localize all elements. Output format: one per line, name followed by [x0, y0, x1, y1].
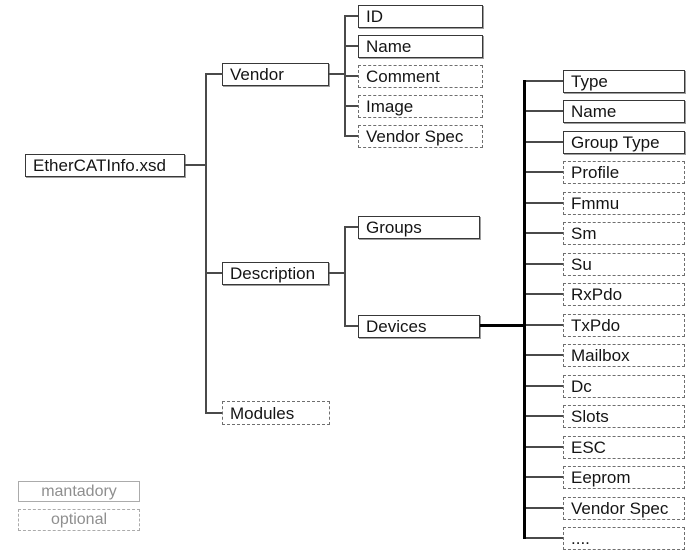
node-ellipsis: .... — [563, 527, 685, 550]
connector-to-esc — [526, 446, 563, 448]
connector-level1-trunk — [205, 73, 207, 414]
node-fmmu: Fmmu — [563, 192, 685, 215]
node-dc: Dc — [563, 375, 685, 398]
node-esc: ESC — [563, 436, 685, 459]
node-txpdo: TxPdo — [563, 314, 685, 337]
connector-to-vendor — [205, 73, 223, 75]
connector-to-txpdo — [526, 324, 563, 326]
connector-to-sm — [526, 232, 563, 234]
node-id: ID — [358, 5, 483, 28]
node-sm: Sm — [563, 222, 685, 245]
connector-to-id — [344, 15, 358, 17]
node-description: Description — [222, 262, 329, 285]
connector-to-device-name — [526, 110, 563, 112]
connector-devices-trunk — [523, 80, 526, 539]
connector-to-slots — [526, 415, 563, 417]
node-group-type: Group Type — [563, 131, 685, 154]
connector-to-name — [344, 45, 358, 47]
node-modules: Modules — [222, 401, 330, 425]
connector-to-image — [344, 105, 358, 107]
node-device-vendor-spec: Vendor Spec — [563, 497, 685, 520]
connector-to-description — [205, 272, 222, 274]
connector-to-group-type — [526, 141, 563, 143]
connector-to-device-vendor-spec — [526, 507, 563, 509]
node-ethercatinfo-xsd: EtherCATInfo.xsd — [25, 154, 185, 177]
node-vendor-spec: Vendor Spec — [358, 125, 483, 148]
node-device-name: Name — [563, 100, 685, 123]
connector-to-mailbox — [526, 354, 563, 356]
connector-description-to-trunk — [329, 272, 346, 274]
node-image: Image — [358, 95, 483, 118]
node-su: Su — [563, 253, 685, 276]
node-type: Type — [563, 70, 685, 93]
connector-to-groups — [344, 226, 358, 228]
legend-optional: optional — [18, 509, 140, 531]
node-rxpdo: RxPdo — [563, 283, 685, 306]
node-comment: Comment — [358, 65, 483, 88]
connector-to-fmmu — [526, 202, 563, 204]
node-profile: Profile — [563, 161, 685, 184]
connector-devices-to-trunk — [480, 324, 526, 327]
connector-to-profile — [526, 171, 563, 173]
connector-to-type — [526, 80, 563, 82]
node-mailbox: Mailbox — [563, 344, 685, 367]
connector-to-comment — [344, 75, 358, 77]
node-groups: Groups — [358, 216, 480, 239]
node-slots: Slots — [563, 405, 685, 428]
legend-mandatory: mantadory — [18, 481, 140, 502]
connector-to-ellipsis — [526, 537, 563, 539]
connector-to-modules — [205, 412, 222, 414]
connector-to-dc — [526, 385, 563, 387]
connector-to-vendor-spec — [344, 135, 358, 137]
connector-to-devices — [344, 325, 358, 327]
node-vendor-name: Name — [358, 35, 483, 58]
node-eeprom: Eeprom — [563, 466, 685, 489]
connector-to-su — [526, 263, 563, 265]
node-vendor: Vendor — [222, 63, 329, 86]
connector-to-eeprom — [526, 476, 563, 478]
connector-to-rxpdo — [526, 293, 563, 295]
connector-description-trunk — [344, 226, 346, 327]
connector-vendor-to-trunk — [329, 73, 346, 75]
node-devices: Devices — [358, 315, 480, 338]
connector-root-to-trunk — [185, 164, 206, 166]
